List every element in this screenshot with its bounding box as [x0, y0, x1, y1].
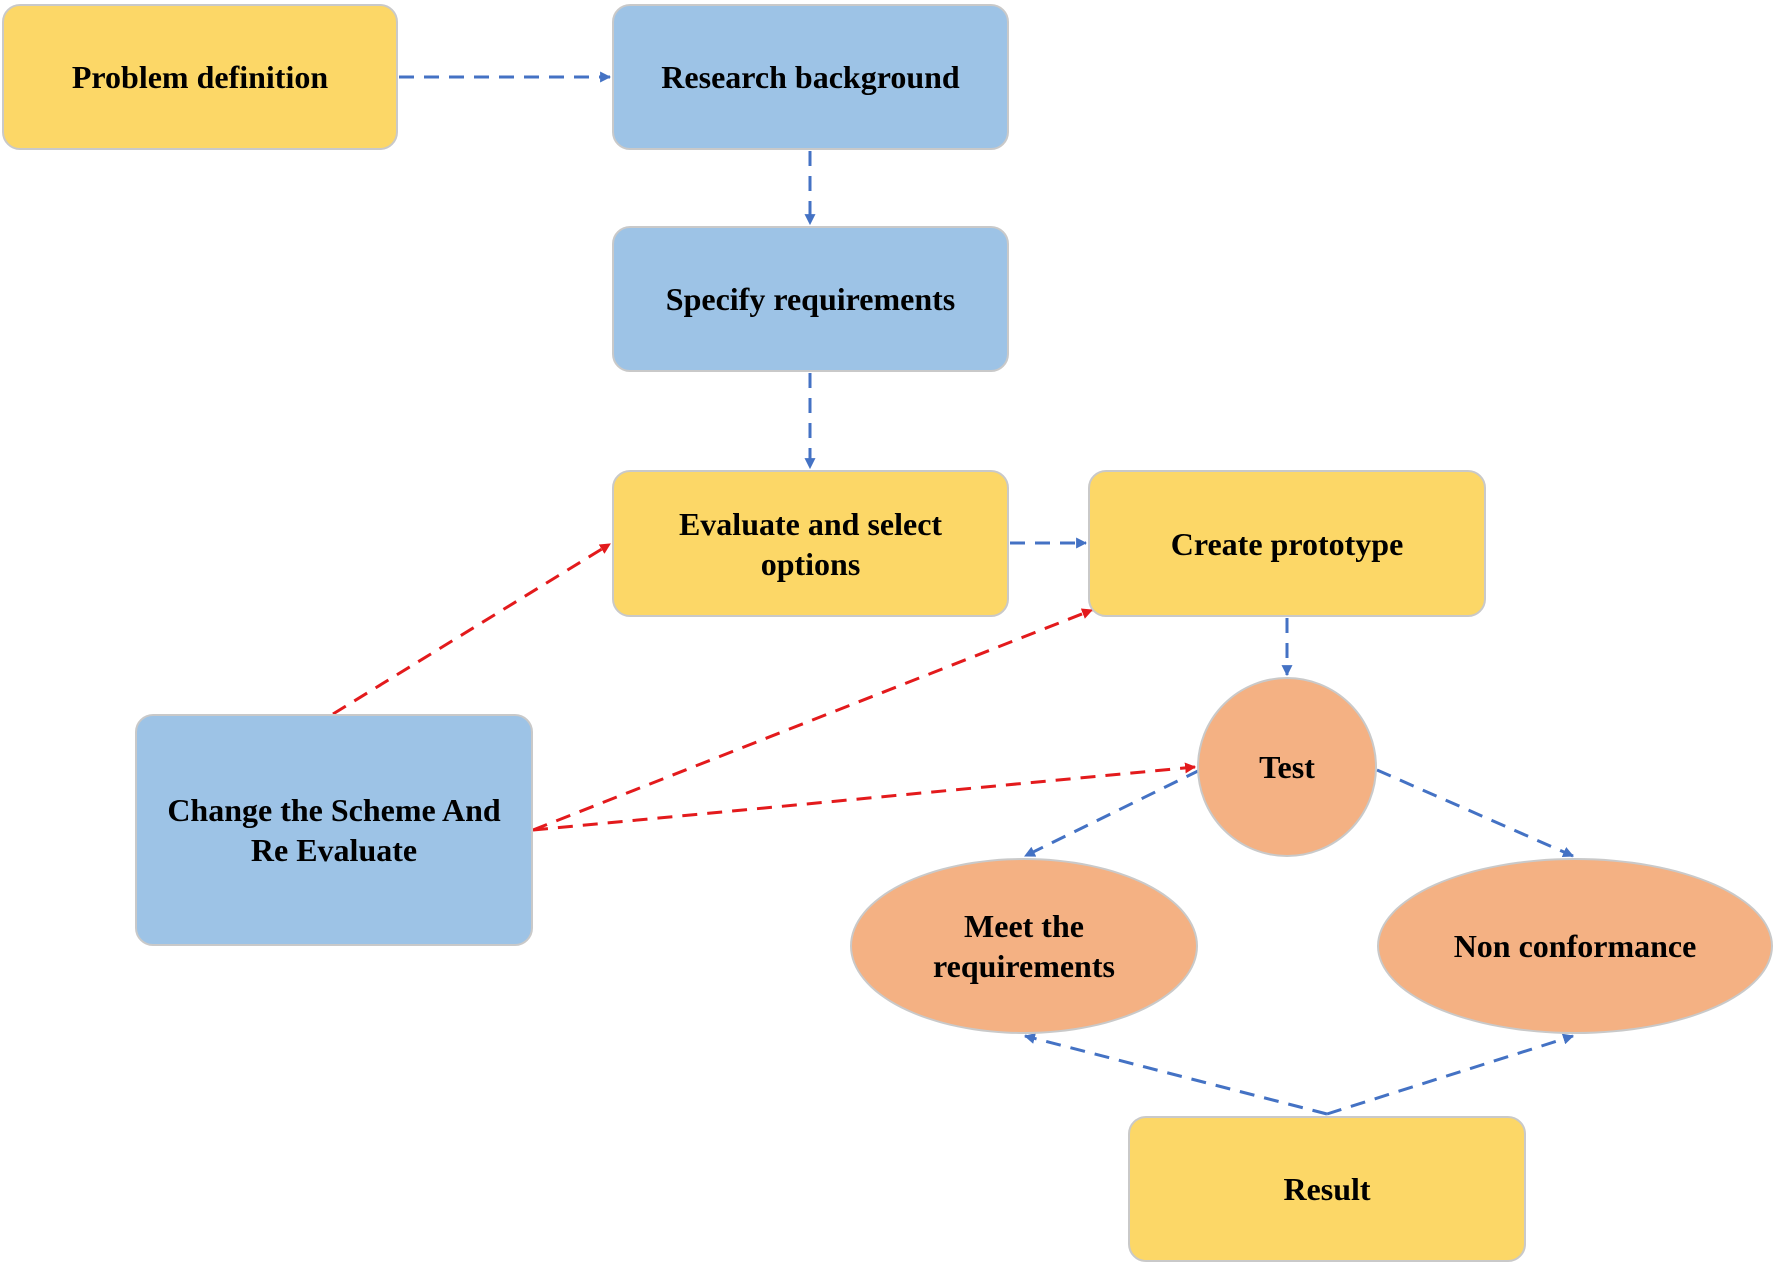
node-result: Result	[1128, 1116, 1526, 1262]
node-problem-definition-label: Problem definition	[71, 59, 329, 95]
node-research-background: Research background	[612, 4, 1009, 150]
node-research-background-label: Research background	[661, 59, 960, 95]
node-non-conformance-label: Non conformance	[1453, 928, 1697, 964]
node-create-prototype-label: Create prototype	[1170, 525, 1404, 562]
edge-result-to-meet	[1023, 1033, 1328, 1116]
node-test-label: Test	[1259, 749, 1315, 785]
node-result-label: Result	[1283, 1171, 1371, 1207]
node-meet-the-requirements-label: Meet the requirements	[933, 908, 1115, 984]
node-problem-definition: Problem definition	[2, 4, 398, 150]
node-test: Test	[1197, 677, 1377, 857]
node-change-the-scheme: Change the Scheme And Re Evaluate	[135, 714, 533, 946]
edge-result-to-nonconf	[1326, 1033, 1575, 1116]
node-non-conformance: Non conformance	[1377, 858, 1773, 1034]
edge-test-to-nonconf	[1376, 768, 1575, 858]
node-specify-requirements-label: Specify requirements	[665, 281, 956, 317]
edge-change-to-test	[532, 762, 1197, 832]
node-evaluate-and-select-options-label: Evaluate and select options	[678, 505, 943, 582]
node-create-prototype: Create prototype	[1088, 470, 1486, 617]
edge-change-to-evaluate	[332, 542, 611, 716]
node-specify-requirements: Specify requirements	[612, 226, 1009, 372]
node-evaluate-and-select-options: Evaluate and select options	[612, 470, 1009, 617]
edge-test-to-meet	[1024, 768, 1201, 858]
edge-change-to-create	[532, 608, 1094, 832]
node-meet-the-requirements: Meet the requirements	[850, 858, 1198, 1034]
node-change-the-scheme-label: Change the Scheme And Re Evaluate	[167, 792, 501, 868]
